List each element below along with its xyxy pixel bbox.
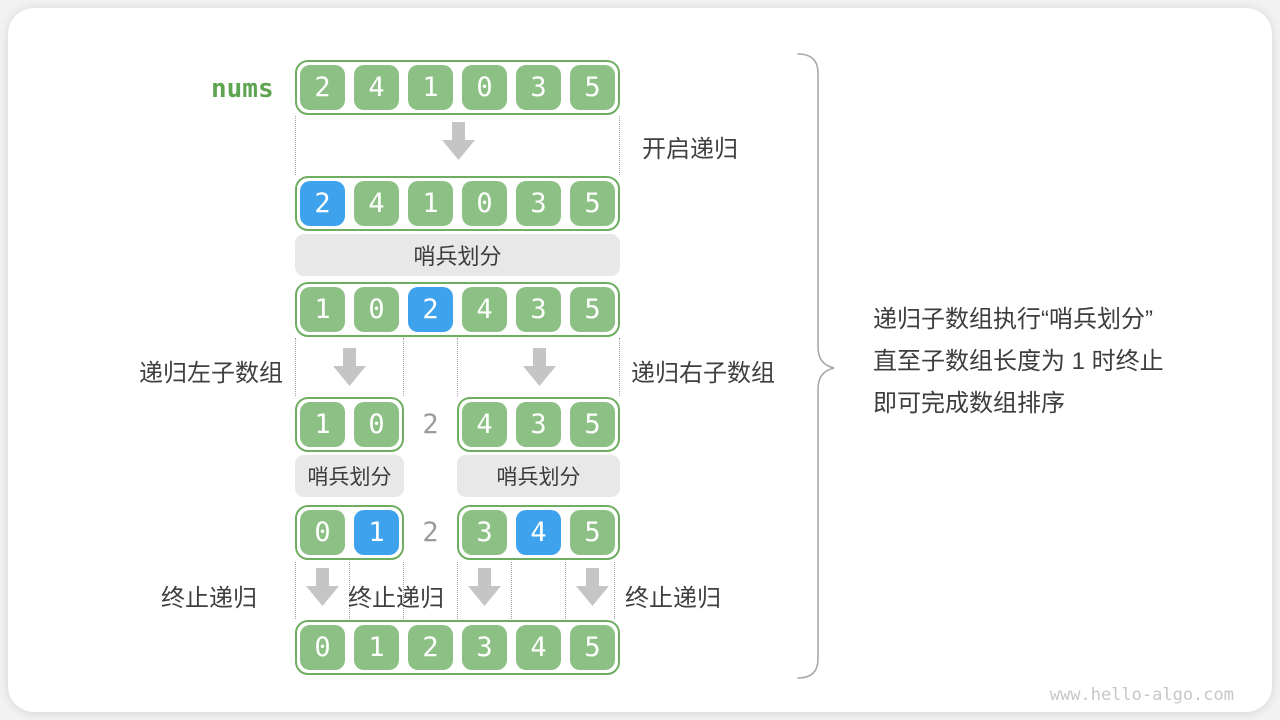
subarray-right: 4 3 5 (457, 397, 620, 452)
array-cell: 0 (354, 402, 399, 447)
dotted-guide-line (619, 116, 620, 175)
array-cell: 4 (462, 402, 507, 447)
partition-bar: 哨兵划分 (457, 455, 620, 497)
dotted-guide-line (565, 562, 566, 619)
array-cell: 0 (354, 287, 399, 332)
dotted-guide-line (349, 562, 350, 619)
array-cell: 2 (408, 625, 453, 670)
array-cell: 5 (570, 65, 615, 110)
brace-note-line: 递归子数组执行“哨兵划分” (873, 306, 1153, 333)
array-cell: 4 (354, 181, 399, 226)
array-cell-pivot: 4 (516, 510, 561, 555)
down-arrow-icon (576, 568, 609, 606)
array-cell: 1 (300, 402, 345, 447)
nums-label: nums (211, 74, 274, 104)
array-cell: 5 (570, 181, 615, 226)
down-arrow-icon (468, 568, 501, 606)
array-cell: 1 (300, 287, 345, 332)
array-row-initial: 2 4 1 0 3 5 (295, 60, 620, 115)
array-cell: 1 (354, 625, 399, 670)
array-cell-pivot: 2 (300, 181, 345, 226)
brace-note-line: 直至子数组长度为 1 时终止 (873, 348, 1164, 375)
dotted-guide-line (511, 562, 512, 619)
array-row-pivot-selected: 2 4 1 0 3 5 (295, 176, 620, 231)
array-cell: 3 (462, 625, 507, 670)
array-cell: 1 (408, 181, 453, 226)
array-cell: 4 (516, 625, 561, 670)
dotted-guide-line (614, 562, 615, 619)
array-cell: 5 (570, 287, 615, 332)
label-start-recursion: 开启递归 (642, 136, 738, 163)
dotted-guide-line (295, 116, 296, 175)
dotted-guide-line (619, 338, 620, 396)
dotted-guide-line (457, 338, 458, 396)
partition-bar: 哨兵划分 (295, 234, 620, 276)
brace-note-line: 即可完成数组排序 (873, 390, 1065, 417)
array-cell: 3 (462, 510, 507, 555)
array-cell: 4 (354, 65, 399, 110)
curly-brace (797, 53, 835, 679)
array-cell: 3 (516, 65, 561, 110)
watermark: www.hello-algo.com (1049, 685, 1234, 705)
array-cell-pivot: 2 (408, 287, 453, 332)
label-terminate-right: 终止递归 (625, 585, 721, 612)
array-cell: 5 (570, 510, 615, 555)
array-cell: 2 (300, 65, 345, 110)
down-arrow-icon (333, 348, 366, 386)
array-cell: 0 (300, 510, 345, 555)
array-cell: 0 (462, 181, 507, 226)
array-cell: 3 (516, 402, 561, 447)
array-cell-pivot: 1 (354, 510, 399, 555)
figure-card: nums 2 4 1 0 3 5 开启递归 2 4 1 0 3 5 哨兵划分 (8, 8, 1272, 712)
pivot-value: 2 (422, 409, 439, 440)
pivot-value: 2 (422, 517, 439, 548)
array-cell: 3 (516, 181, 561, 226)
label-recurse-right: 递归右子数组 (631, 360, 775, 387)
subarray-left-partitioned: 0 1 (295, 505, 404, 560)
down-arrow-icon (442, 122, 475, 160)
array-cell: 4 (462, 287, 507, 332)
array-cell: 0 (462, 65, 507, 110)
down-arrow-icon (306, 568, 339, 606)
label-terminate-mid: 终止递归 (348, 585, 444, 612)
partition-bar: 哨兵划分 (295, 455, 404, 497)
dotted-guide-line (403, 338, 404, 396)
array-cell: 1 (408, 65, 453, 110)
array-cell: 5 (570, 625, 615, 670)
array-cell: 3 (516, 287, 561, 332)
dotted-guide-line (295, 562, 296, 619)
dotted-guide-line (295, 338, 296, 396)
dotted-guide-line (403, 562, 404, 619)
dotted-guide-line (457, 562, 458, 619)
label-recurse-left: 递归左子数组 (139, 360, 283, 387)
brace-note: 递归子数组执行“哨兵划分” 直至子数组长度为 1 时终止 即可完成数组排序 (873, 299, 1164, 425)
array-cell: 0 (300, 625, 345, 670)
array-cell: 5 (570, 402, 615, 447)
subarray-right-partitioned: 3 4 5 (457, 505, 620, 560)
label-terminate-left: 终止递归 (161, 585, 257, 612)
array-row-partitioned: 1 0 2 4 3 5 (295, 282, 620, 337)
down-arrow-icon (523, 348, 556, 386)
subarray-left: 1 0 (295, 397, 404, 452)
array-row-sorted: 0 1 2 3 4 5 (295, 620, 620, 675)
